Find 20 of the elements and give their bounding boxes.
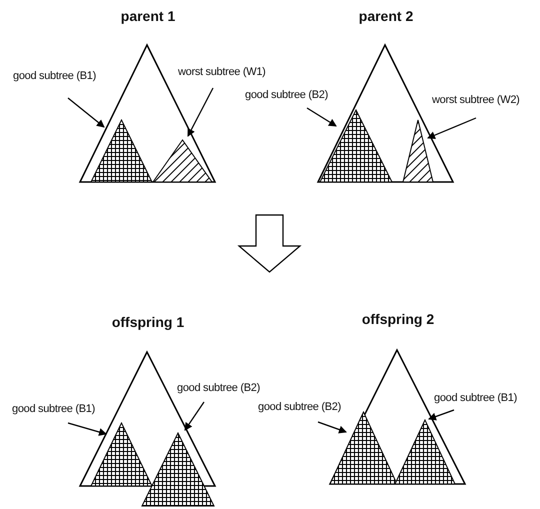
callout-label: good subtree (B1) [13, 70, 96, 82]
leader-arrow [306, 108, 337, 127]
tree-title: offspring 1 [110, 314, 186, 330]
callout-label: good subtree (B2) [258, 401, 341, 413]
callout-label: good subtree (B2) [245, 89, 328, 101]
leader-arrow [184, 402, 204, 431]
callout-label: worst subtree (W2) [432, 94, 520, 106]
leader-arrow [427, 117, 476, 139]
callout-label: good subtree (B1) [434, 392, 517, 404]
callout-label: worst subtree (W1) [178, 66, 266, 78]
callout-label: good subtree (B2) [177, 382, 260, 394]
tree-title: parent 2 [358, 8, 414, 24]
leader-arrow [187, 88, 214, 137]
leader-arrow [428, 409, 454, 420]
callout-label: good subtree (B1) [12, 403, 95, 415]
leader-arrow [318, 421, 347, 434]
leader-arrow [68, 98, 105, 128]
tree-title: parent 1 [120, 8, 176, 24]
leader-arrow [68, 422, 107, 436]
tree-title: offspring 2 [360, 311, 436, 327]
